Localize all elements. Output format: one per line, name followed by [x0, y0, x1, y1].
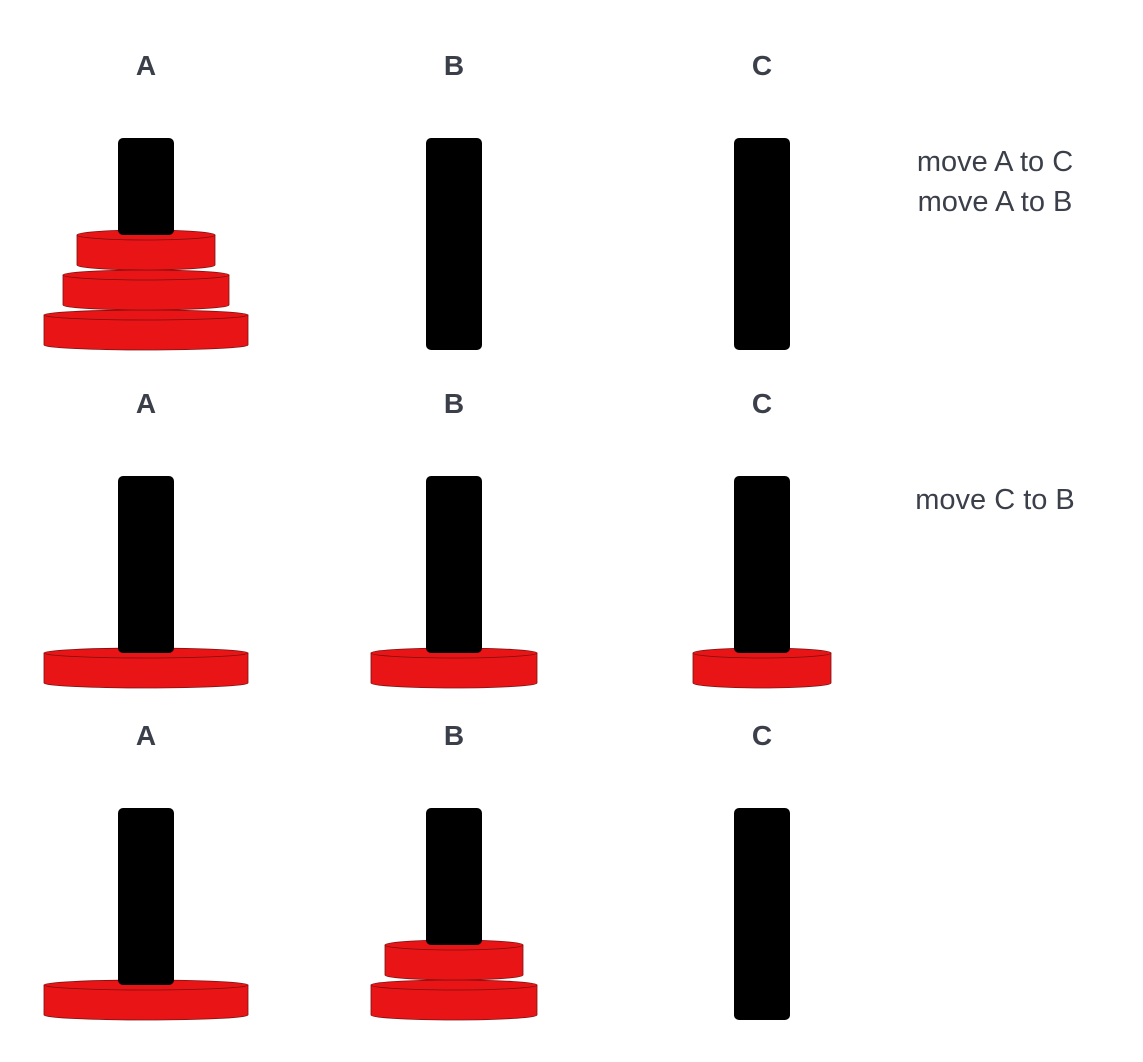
peg-rod	[426, 808, 482, 945]
peg-c: C	[734, 720, 790, 1020]
move-instruction: move C to B	[915, 484, 1075, 516]
peg-a: A	[43, 720, 249, 1021]
peg-rod	[118, 808, 174, 985]
disk-1	[692, 647, 832, 689]
peg-label: B	[444, 50, 464, 81]
peg-label: B	[444, 720, 464, 751]
disk-1	[384, 939, 524, 981]
peg-rod	[118, 138, 174, 235]
move-instruction: move A to C	[917, 146, 1073, 178]
disk-3	[43, 309, 249, 351]
peg-c: C	[692, 388, 832, 689]
move-instruction: move A to B	[918, 186, 1073, 218]
disk-3	[43, 979, 249, 1021]
peg-a: A	[43, 388, 249, 689]
peg-a: A	[43, 50, 249, 351]
peg-label: B	[444, 388, 464, 419]
peg-rod	[426, 138, 482, 350]
peg-rod	[734, 476, 790, 653]
state-row-3: A B C	[43, 720, 790, 1021]
peg-label: A	[136, 720, 156, 751]
peg-rod	[118, 476, 174, 653]
disk-1	[76, 229, 216, 271]
peg-b: B	[370, 388, 538, 689]
peg-rod	[426, 476, 482, 653]
peg-label: C	[752, 388, 772, 419]
disk-2	[62, 269, 230, 311]
disk-stack	[370, 939, 538, 1021]
peg-b: B	[370, 720, 538, 1021]
peg-label: A	[136, 388, 156, 419]
peg-rod	[734, 808, 790, 1020]
peg-label: C	[752, 720, 772, 751]
peg-b: B	[426, 50, 482, 350]
disk-2	[370, 979, 538, 1021]
disk-stack	[43, 979, 249, 1021]
disk-2	[370, 647, 538, 689]
disk-stack	[43, 647, 249, 689]
disk-stack	[370, 647, 538, 689]
peg-c: C	[734, 50, 790, 350]
disk-stack	[43, 229, 249, 351]
peg-rod	[734, 138, 790, 350]
peg-label: A	[136, 50, 156, 81]
peg-label: C	[752, 50, 772, 81]
disk-stack	[692, 647, 832, 689]
disk-3	[43, 647, 249, 689]
